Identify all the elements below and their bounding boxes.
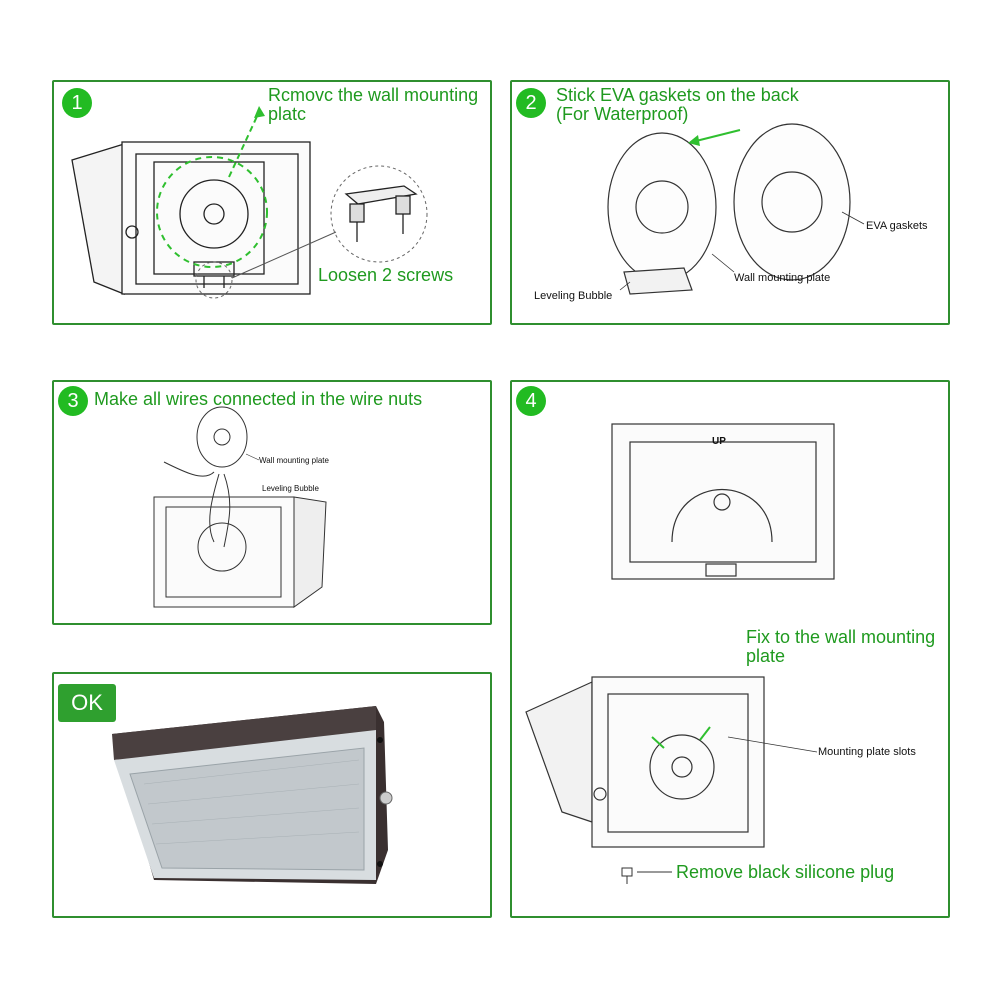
step-1-diagram xyxy=(54,82,494,327)
leveling-bubble-label: Leveling Bubble xyxy=(534,290,612,302)
step-3-diagram xyxy=(54,382,494,627)
eva-gasket xyxy=(734,124,850,280)
step-1-panel: 1 Rcmovc the wall mounting platc Loosen … xyxy=(52,80,492,325)
screw-zoom xyxy=(331,166,427,262)
arrow-icon xyxy=(692,130,740,142)
step-3-panel: 3 Make all wires connected in the wire n… xyxy=(52,380,492,625)
leveling-bubble-icon xyxy=(624,268,692,294)
step-4-panel: 4 UP Fix to the wall mounting plate Moun… xyxy=(510,380,950,918)
mounting-plate-slots-label: Mounting plate slots xyxy=(818,746,916,758)
step-4-title: Fix to the wall mounting plate xyxy=(746,628,946,666)
wall-mounting-plate xyxy=(608,133,716,281)
step-2-panel: 2 Stick EVA gaskets on the back (For Wat… xyxy=(510,80,950,325)
step-3-bubble-label: Leveling Bubble xyxy=(262,484,319,493)
step-4-up-label: UP xyxy=(712,436,726,447)
step-1-callout: Loosen 2 screws xyxy=(318,266,453,285)
eva-gaskets-label: EVA gaskets xyxy=(866,220,928,232)
wall-pack-light-photo xyxy=(54,674,494,920)
ok-panel: OK xyxy=(52,672,492,918)
step-3-plate-label: Wall mounting plate xyxy=(259,456,329,465)
step-4-callout: Remove black silicone plug xyxy=(676,863,894,882)
wall-mounting-plate-label: Wall mounting plate xyxy=(734,272,830,284)
step-4-bottom-diagram xyxy=(526,677,764,847)
plug-icon xyxy=(622,868,672,884)
